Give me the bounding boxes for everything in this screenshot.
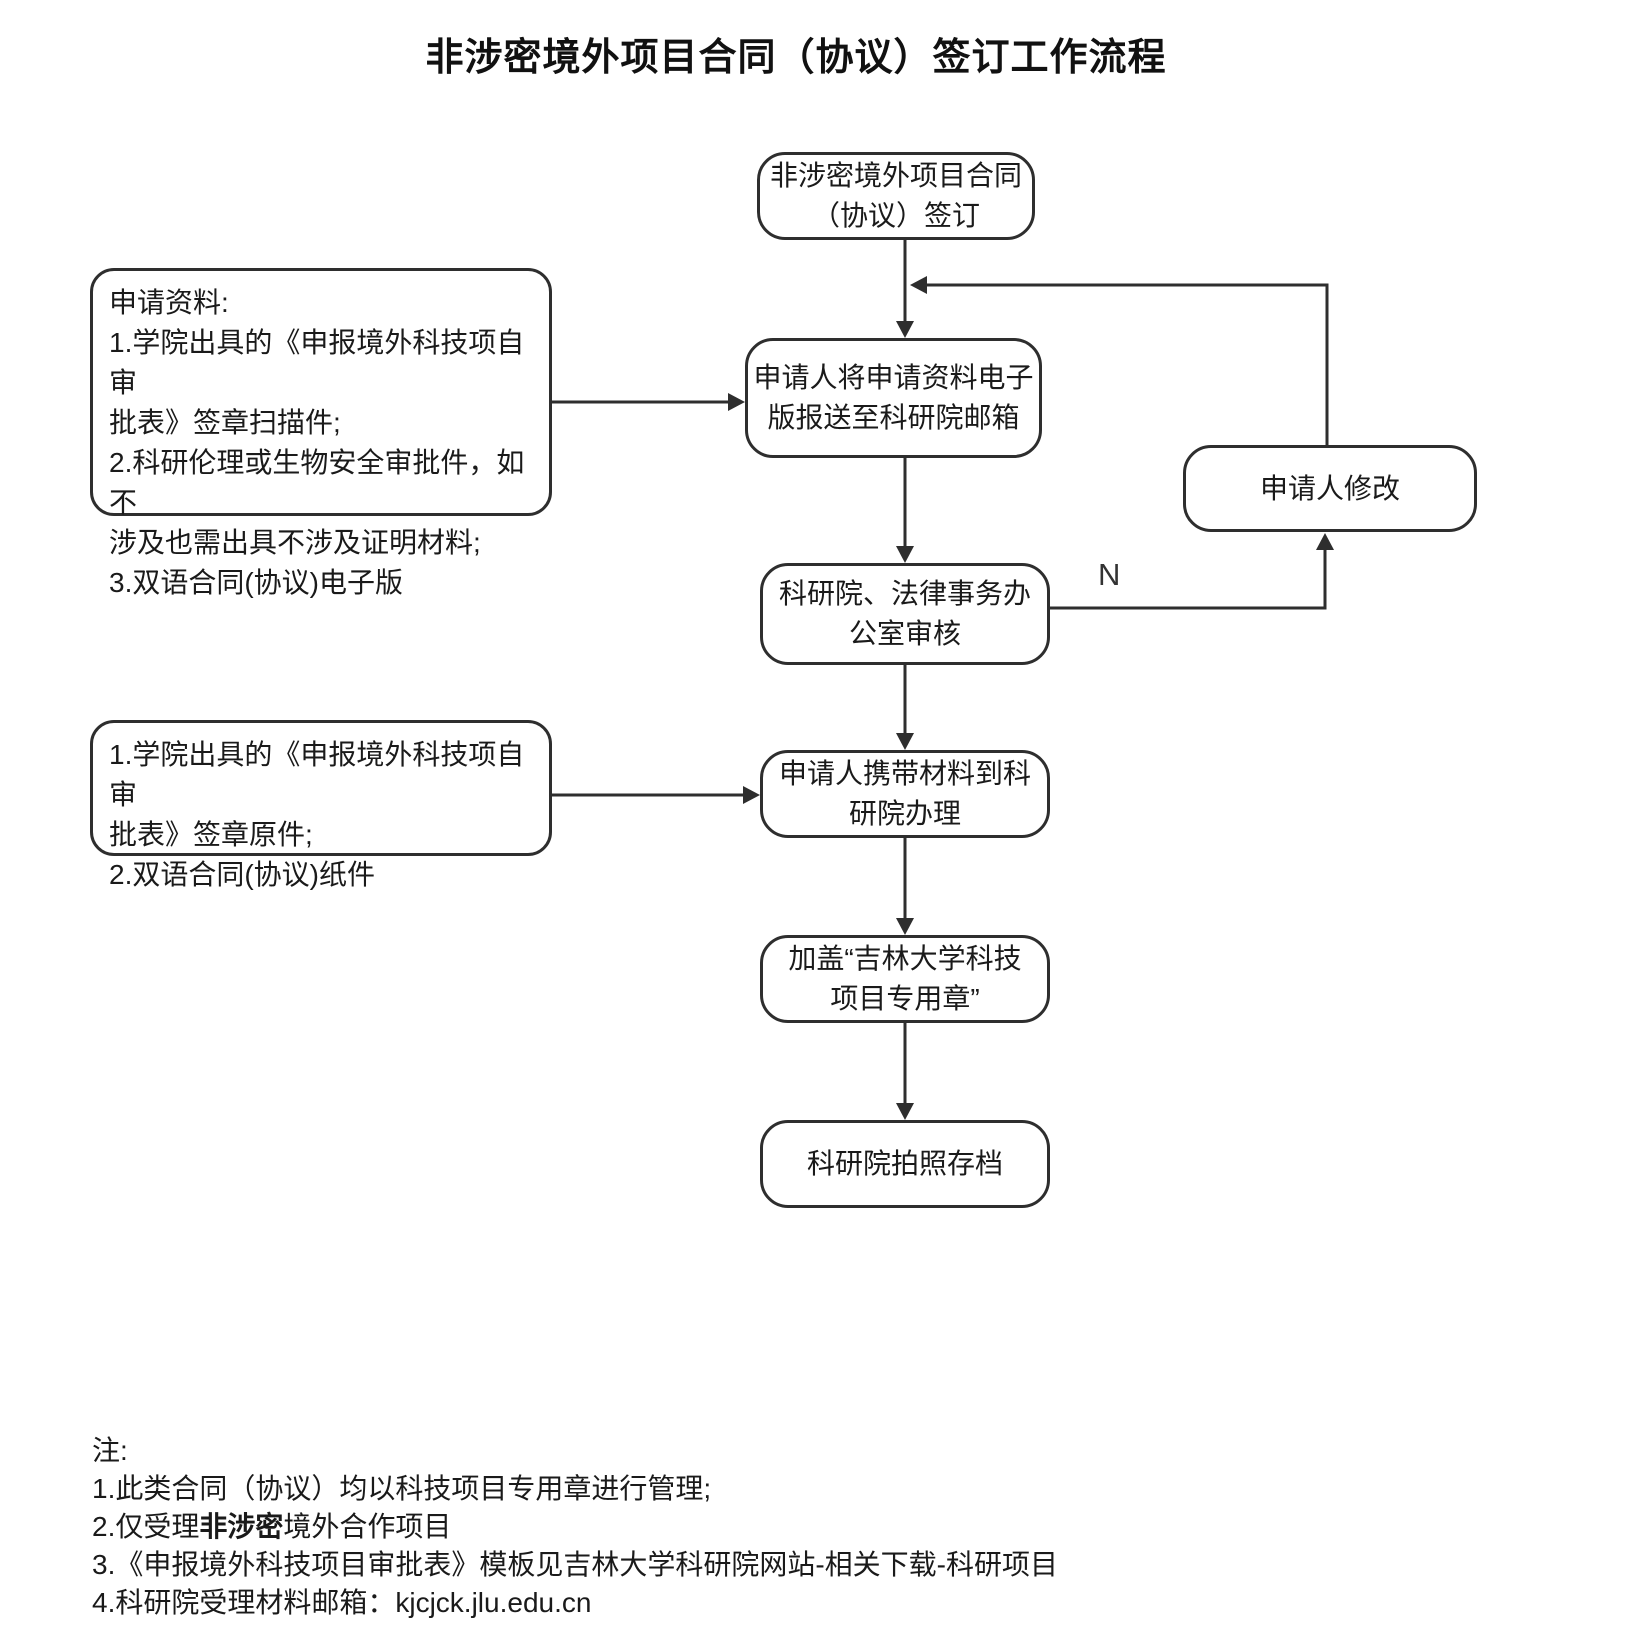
annotation-line: 批表》签章原件; <box>109 819 313 850</box>
note-line-3: 3.《申报境外科技项目审批表》模板见吉林大学科研院网站-相关下载-科研项目 <box>92 1549 1059 1580</box>
node-archive-line: 科研院拍照存档 <box>806 1148 1003 1179</box>
annotation-line: 1.学院出具的《申报境外科技项自审 <box>109 739 525 810</box>
note-line-2-bold: 非涉密 <box>199 1511 284 1542</box>
node-archive: 科研院拍照存档 <box>760 1120 1050 1208</box>
annotation-materials-paper: 1.学院出具的《申报境外科技项自审 批表》签章原件; 2.双语合同(协议)纸件 <box>90 720 552 890</box>
node-start: 非涉密境外项目合同 （协议）签订 <box>757 152 1035 240</box>
annotation-line: 2.科研伦理或生物安全审批件，如不 <box>109 447 525 518</box>
page-title: 非涉密境外项目合同（协议）签订工作流程 <box>425 37 1167 79</box>
annotation-line: 3.双语合同(协议)电子版 <box>109 567 404 598</box>
arrowhead-down-icon <box>896 918 914 935</box>
node-bring: 申请人携带材料到科 研院办理 <box>760 750 1050 838</box>
node-review-line: 公室审核 <box>848 618 961 649</box>
note-line-2: 2.仅受理非涉密境外合作项目 <box>92 1508 1192 1546</box>
node-review-line: 科研院、法律事务办 <box>778 578 1031 609</box>
arrowhead-right-icon <box>728 393 745 411</box>
arrowhead-right-icon <box>743 786 760 804</box>
node-stamp-line: 加盖“吉林大学科技 <box>788 943 1022 974</box>
annotation-line: 涉及也需出具不涉及证明材料; <box>109 527 481 558</box>
node-review: 科研院、法律事务办 公室审核 <box>760 563 1050 665</box>
node-start-line: （协议）签订 <box>811 200 980 231</box>
annotation-line: 2.双语合同(协议)纸件 <box>109 859 376 890</box>
node-start-line: 非涉密境外项目合同 <box>769 160 1022 191</box>
arrowhead-down-icon <box>896 546 914 563</box>
annotation-line: 批表》签章扫描件; <box>109 407 341 438</box>
node-submit-line: 版报送至科研院邮箱 <box>767 402 1020 433</box>
branch-label-n: N <box>1098 557 1120 592</box>
node-bring-line: 研院办理 <box>848 798 961 829</box>
node-submit: 申请人将申请资料电子 版报送至科研院邮箱 <box>745 338 1042 458</box>
arrowhead-down-icon <box>896 733 914 750</box>
arrow-review-to-modify <box>1050 550 1327 610</box>
arrowhead-left-icon <box>910 276 927 294</box>
node-stamp: 加盖“吉林大学科技 项目专用章” <box>760 935 1050 1023</box>
node-submit-line: 申请人将申请资料电子 <box>753 362 1034 393</box>
node-bring-line: 申请人携带材料到科 <box>778 758 1031 789</box>
node-modify: 申请人修改 <box>1183 445 1477 532</box>
notes-section: 注: 1.此类合同（协议）均以科技项目专用章进行管理; 2.仅受理非涉密境外合作… <box>92 1432 1192 1622</box>
note-line-2-prefix: 2.仅受理 <box>92 1511 200 1542</box>
arrowhead-up-icon <box>1316 533 1334 550</box>
annotation-line: 申请资料: <box>109 287 229 318</box>
annotation-materials-electronic: 申请资料: 1.学院出具的《申报境外科技项自审 批表》签章扫描件; 2.科研伦理… <box>90 268 552 598</box>
annotation-line: 1.学院出具的《申报境外科技项自审 <box>109 327 525 398</box>
note-line-1: 1.此类合同（协议）均以科技项目专用章进行管理; <box>92 1473 712 1504</box>
note-line-4: 4.科研院受理材料邮箱：kjcjck.jlu.edu.cn <box>92 1587 592 1618</box>
arrow-modify-to-submit <box>927 283 1329 445</box>
notes-heading: 注: <box>92 1435 128 1466</box>
node-stamp-line: 项目专用章” <box>830 983 980 1014</box>
note-line-2-suffix: 境外合作项目 <box>283 1511 452 1542</box>
arrowhead-down-icon <box>896 321 914 338</box>
arrowhead-down-icon <box>896 1103 914 1120</box>
node-modify-line: 申请人修改 <box>1259 472 1400 504</box>
